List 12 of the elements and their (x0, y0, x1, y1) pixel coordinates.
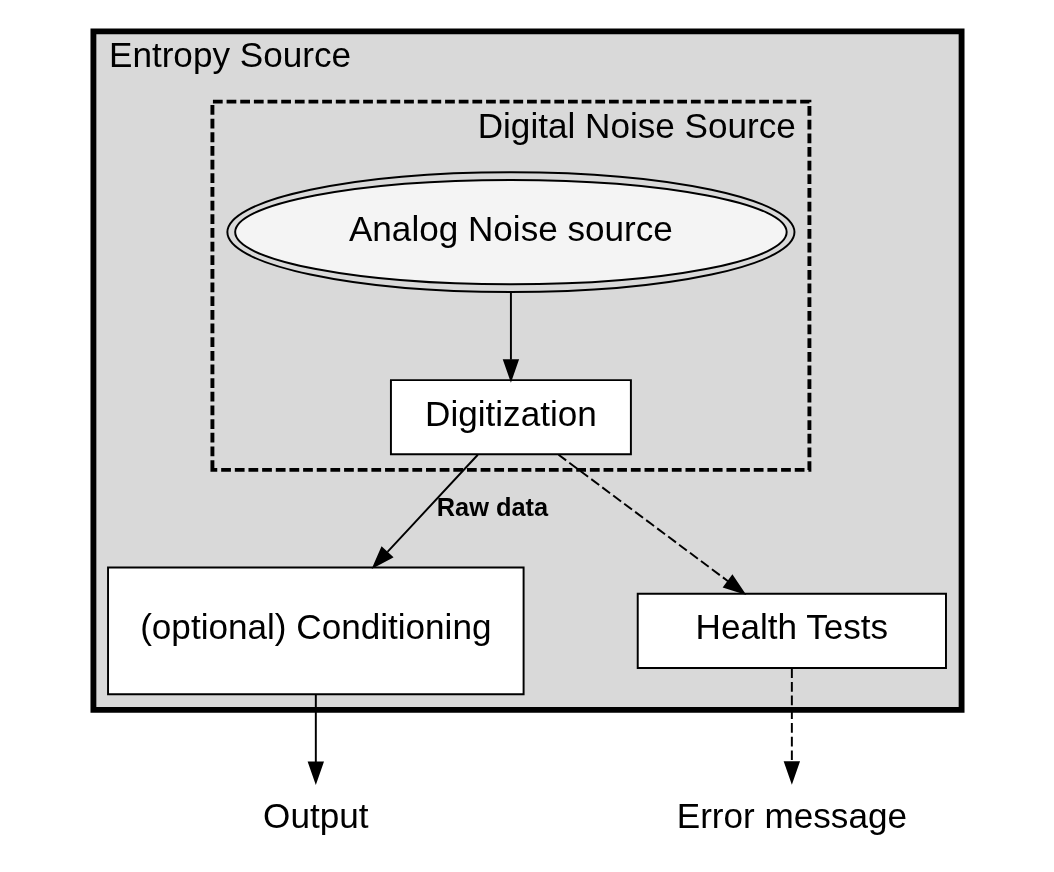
node-text: Output (262, 795, 369, 835)
node-text: Error message (676, 795, 907, 835)
arrow (371, 453, 479, 569)
arrow (783, 667, 800, 785)
arrow (502, 291, 519, 383)
arrow (557, 453, 746, 595)
node-box: Health Tests (636, 592, 947, 669)
edge-label: Raw data (436, 492, 548, 521)
node-box: Digitization (389, 379, 632, 456)
node-ellipse: Analog Noise source (225, 171, 795, 294)
node-box: (optional) Conditioning (106, 566, 525, 696)
arrow (307, 693, 324, 785)
